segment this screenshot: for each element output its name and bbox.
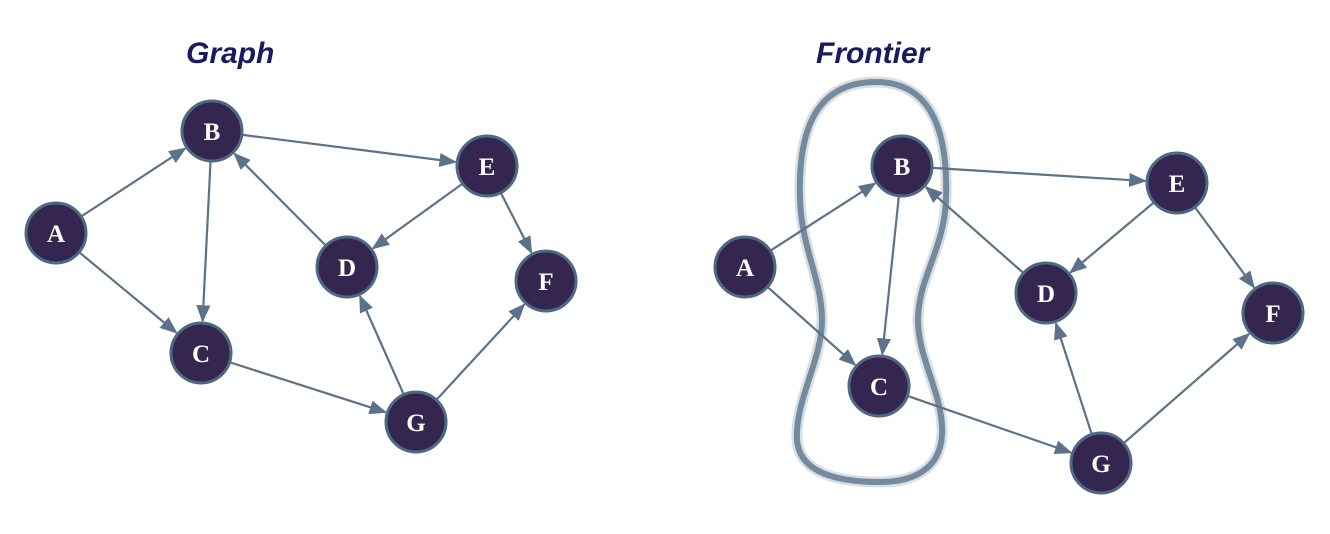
frontier-edge-g-to-d <box>1054 321 1093 434</box>
graph-edge-a-to-c <box>79 251 178 334</box>
graph-node-g-circle <box>384 390 448 454</box>
frontier-node-b-circle <box>870 134 934 198</box>
frontier-edge-e-to-f <box>1194 207 1256 289</box>
frontier-nodes: A B C D E F G <box>713 134 1305 495</box>
frontier-edges <box>767 166 1256 454</box>
graph-panel: Graph A B C D E F G <box>24 37 578 454</box>
frontier-node-c: C <box>847 354 911 418</box>
graph-node-f-label: F <box>538 269 553 296</box>
graph-node-f-circle <box>514 249 578 313</box>
frontier-edge-e-to-d <box>1069 202 1155 274</box>
graph-edge-e-to-d <box>371 183 463 250</box>
graph-nodes: A B C D E F G <box>24 99 578 454</box>
frontier-node-c-label: C <box>870 374 888 401</box>
graph-node-c-circle <box>169 321 233 385</box>
frontier-edge-g-to-f <box>1123 332 1251 444</box>
frontier-node-c-circle <box>847 354 911 418</box>
frontier-node-b-label: B <box>894 154 911 181</box>
graph-node-b: B <box>180 99 244 163</box>
frontier-node-f: F <box>1241 281 1305 345</box>
frontier-node-g: G <box>1069 431 1133 495</box>
frontier-panel: Frontier A B C D E F G <box>713 37 1305 495</box>
graph-node-d: D <box>315 235 379 299</box>
frontier-node-d: D <box>1014 261 1078 325</box>
frontier-edge-b-to-c <box>876 196 900 356</box>
graph-edge-d-to-b <box>233 152 326 246</box>
frontier-node-a-label: A <box>736 255 754 282</box>
graph-node-b-label: B <box>204 119 221 146</box>
frontier-boundary <box>793 78 950 486</box>
graph-node-e: E <box>455 134 519 198</box>
graph-node-f: F <box>514 249 578 313</box>
graph-node-e-label: E <box>479 154 496 181</box>
frontier-node-e-label: E <box>1169 171 1186 198</box>
graph-node-a-circle <box>24 201 88 265</box>
graph-edge-b-to-c <box>196 161 212 323</box>
frontier-node-b: B <box>870 134 934 198</box>
frontier-node-f-label: F <box>1265 301 1280 328</box>
graph-edge-e-to-f <box>500 193 533 255</box>
graph-node-b-circle <box>180 99 244 163</box>
graph-node-c-label: C <box>192 341 210 368</box>
frontier-edge-a-to-b <box>770 182 877 252</box>
graph-node-d-circle <box>315 235 379 299</box>
graph-edge-c-to-g <box>230 361 388 415</box>
graph-node-e-circle <box>455 134 519 198</box>
frontier-node-e: E <box>1145 151 1209 215</box>
frontier-node-d-circle <box>1014 261 1078 325</box>
graph-node-d-label: D <box>338 255 356 282</box>
graph-node-c: C <box>169 321 233 385</box>
frontier-node-a-circle <box>713 235 777 299</box>
frontier-panel-title: Frontier <box>816 37 932 70</box>
graph-edge-g-to-f <box>436 303 526 400</box>
graph-node-g: G <box>384 390 448 454</box>
frontier-edge-c-to-g <box>907 395 1073 454</box>
graph-edge-b-to-e <box>242 133 458 167</box>
frontier-node-g-circle <box>1069 431 1133 495</box>
graph-node-a-label: A <box>47 221 65 248</box>
graph-edge-a-to-b <box>81 147 187 217</box>
graph-node-a: A <box>24 201 88 265</box>
frontier-node-a: A <box>713 235 777 299</box>
frontier-node-e-circle <box>1145 151 1209 215</box>
graph-edges <box>79 133 533 415</box>
graph-edge-g-to-d <box>358 294 405 395</box>
frontier-node-g-label: G <box>1091 451 1110 478</box>
frontier-node-d-label: D <box>1037 281 1055 308</box>
graph-panel-title: Graph <box>186 37 274 70</box>
graph-node-g-label: G <box>406 410 425 437</box>
frontier-node-f-circle <box>1241 281 1305 345</box>
frontier-edge-d-to-b <box>924 186 1024 274</box>
frontier-edge-a-to-c <box>767 286 857 366</box>
frontier-edge-b-to-e <box>932 166 1147 188</box>
